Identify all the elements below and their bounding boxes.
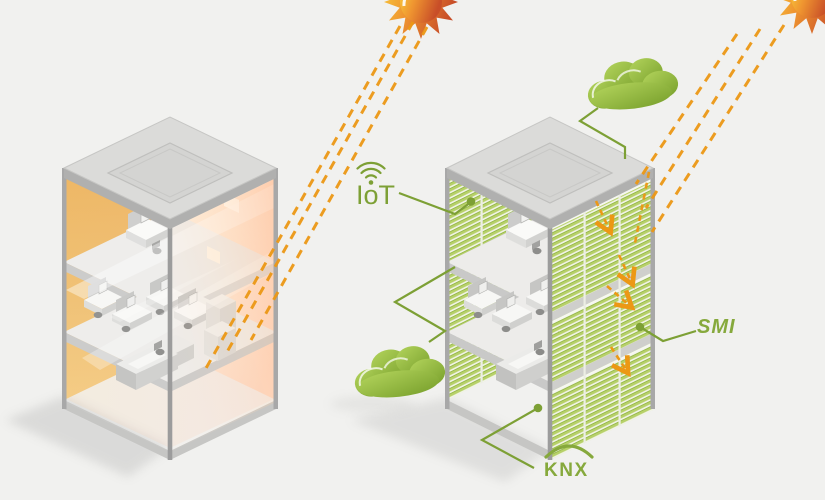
frame-post [650, 168, 655, 409]
deflection-arrows [594, 200, 637, 378]
connector-lines [392, 107, 697, 469]
sun-rays-right [633, 24, 786, 244]
knx-node-dot [533, 403, 543, 413]
knx-logo: KNX [544, 444, 594, 481]
iot-node-dot [466, 197, 476, 206]
smi-logo: SMI [697, 316, 736, 338]
roof-panel [106, 142, 234, 204]
cloud-building-connector [392, 266, 456, 343]
knx-text: KNX [544, 460, 589, 481]
knx-arc [544, 444, 594, 459]
frame-post [62, 168, 67, 409]
iot-text: IoT [356, 180, 395, 210]
cloud-roof-connector [577, 107, 627, 159]
ground-shadows [5, 396, 550, 482]
connector-dots [466, 197, 645, 413]
smi-text: SMI [697, 316, 736, 338]
frame-post [273, 168, 278, 409]
frame-post [167, 228, 173, 460]
smi-node-dot [635, 322, 645, 332]
frame-post [445, 168, 450, 409]
wifi-icon-dot [368, 180, 374, 185]
iot-connector [398, 191, 472, 216]
glass-facade-heated [170, 178, 276, 452]
knx-connector [479, 407, 539, 469]
building-without-blinds [62, 116, 278, 460]
iot-label: IoT [356, 161, 395, 210]
smi-connector [639, 326, 697, 343]
roof-panel [486, 142, 614, 204]
wifi-icon [356, 161, 386, 179]
frame-post [547, 228, 553, 460]
sun-rays-left [203, 21, 429, 371]
